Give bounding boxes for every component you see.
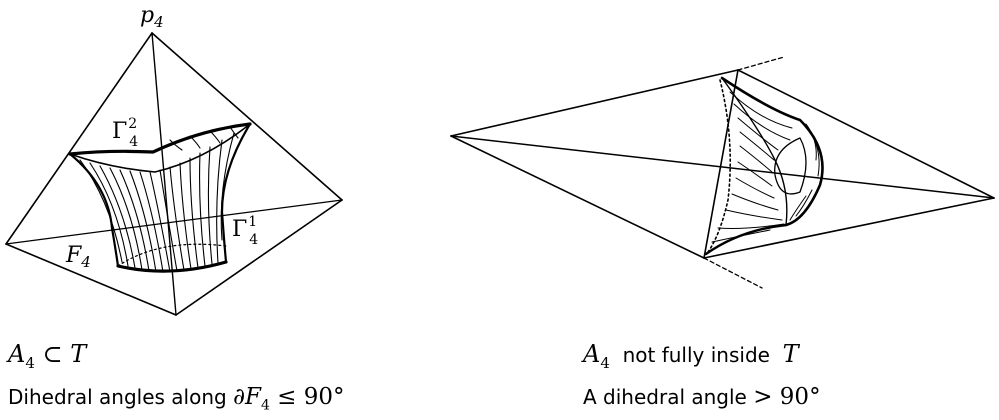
right-edge-bottom-right (703, 197, 995, 259)
left-caption-line2: Dihedral angles along ∂F4 ≤ 90° (8, 384, 345, 414)
right-edge-left-top (450, 69, 739, 137)
left-edge-base-back (5, 199, 343, 245)
right-caption-line1: A4 not fully inside T (583, 340, 799, 372)
right-edge-top-right (737, 69, 995, 199)
right-dashed-top (737, 56, 785, 71)
left-tetrahedron (5, 32, 343, 316)
left-surface-right-side (220, 122, 252, 264)
face-label: F4 (65, 243, 91, 271)
right-edge-top-bottom (703, 69, 739, 259)
right-caption-line2: A dihedral angle > 90° (583, 384, 821, 410)
left-surface-top-rim-front (69, 123, 251, 173)
right-surface-lower (704, 223, 788, 256)
left-edge-apex-bottom (151, 32, 177, 316)
left-edge-bottom-right (175, 199, 343, 316)
right-surface-hole (774, 137, 807, 195)
right-tetrahedron (450, 56, 995, 289)
left-edge-apex-left (5, 32, 153, 245)
left-surface-hatching (79, 126, 239, 273)
left-surface-top-rim (68, 122, 252, 156)
right-surface-dotted (707, 79, 732, 253)
apex-label: p4 (140, 3, 164, 31)
right-surface-hatching (711, 91, 820, 243)
right-dashed-bottom (703, 257, 763, 289)
left-surface-bottom-rim (116, 260, 228, 273)
right-surface-outer (720, 76, 824, 227)
right-edge-left-right (450, 135, 995, 199)
left-edge-left-bottom (5, 243, 177, 316)
right-edge-left-bottom (450, 135, 705, 259)
left-caption-line1: A4 ⊂ T (8, 340, 87, 372)
left-edge-apex-right (151, 32, 343, 201)
right-surface-inner (721, 77, 788, 226)
